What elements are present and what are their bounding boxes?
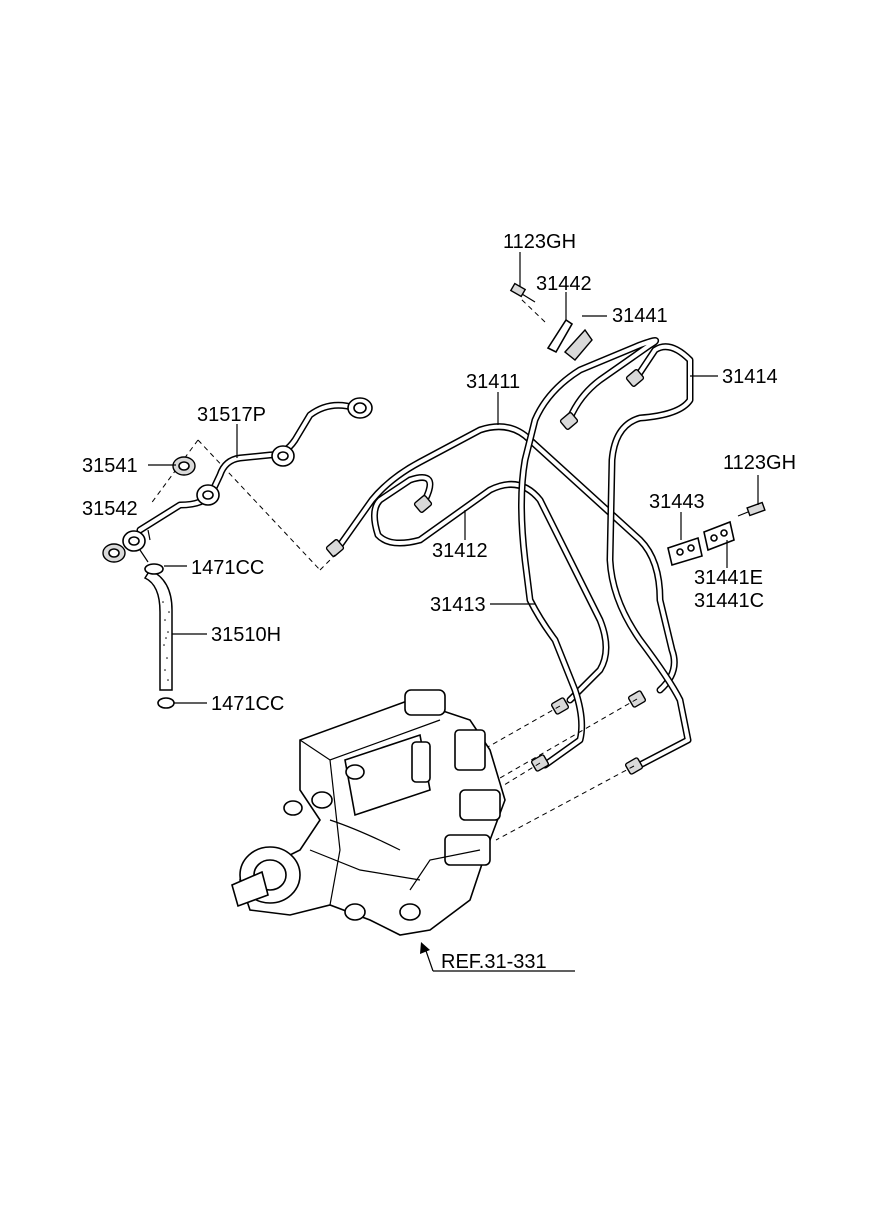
label-reference: REF.31-331	[441, 951, 547, 973]
bolt-1123gh-right	[737, 501, 766, 517]
nut-31541	[172, 456, 196, 476]
leader-lines	[147, 252, 759, 972]
pipe-end-nuts	[325, 369, 647, 775]
injection-pipe-31413	[518, 337, 660, 769]
label-pipe-2: 31412	[432, 540, 488, 562]
label-pipe-1: 31411	[466, 371, 520, 393]
label-pipe-4: 31414	[722, 366, 778, 388]
hose-31510h	[143, 569, 173, 691]
label-clip-e: 31441E	[694, 567, 763, 589]
bracket-31443	[667, 536, 703, 567]
label-pipe-3: 31413	[430, 594, 486, 616]
gasket-31542	[102, 543, 126, 563]
label-bracket-right: 31443	[649, 491, 705, 513]
label-clip-c: 31441C	[694, 590, 764, 612]
connection-lines	[149, 297, 638, 841]
label-clamp-upper: 1471CC	[191, 557, 264, 579]
bolt-1123gh-top	[509, 282, 536, 303]
clamp-upper-1471cc	[144, 563, 164, 575]
label-return-pipe: 31517P	[197, 404, 266, 426]
label-bolt-right: 1123GH	[723, 452, 796, 474]
clip-31441	[563, 328, 593, 361]
bracket-31442	[546, 318, 574, 354]
injection-pump	[231, 689, 506, 936]
label-bracket-top: 31442	[536, 273, 592, 295]
injection-pipe-31411	[334, 423, 678, 694]
clip-31441e-31441c	[703, 520, 735, 552]
label-hose: 31510H	[211, 624, 281, 646]
label-bolt-top: 1123GH	[503, 231, 576, 253]
callout-labels: 1123GH 31442 31441 31411 31414 31517P 31…	[82, 231, 796, 973]
label-nut: 31541	[82, 455, 138, 477]
label-clamp-lower: 1471CC	[211, 693, 284, 715]
label-clip-top: 31441	[612, 305, 668, 327]
label-gasket: 31542	[82, 498, 138, 520]
clamp-lower-1471cc	[157, 697, 175, 709]
injection-pipe-31412	[371, 474, 610, 704]
return-pipe-31517p	[122, 397, 373, 552]
injection-pipe-31414	[606, 343, 694, 769]
